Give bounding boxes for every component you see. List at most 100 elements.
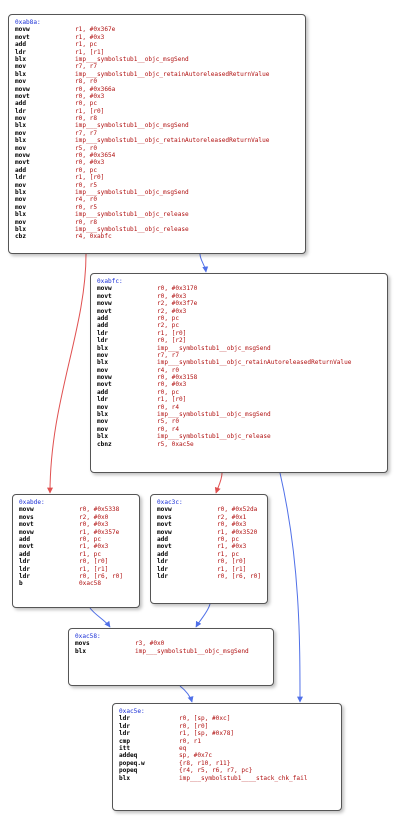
- mnemonic: movw: [15, 26, 30, 34]
- operands: r0, #0x3170: [157, 285, 198, 293]
- mnemonic: cmp: [119, 737, 131, 745]
- operands: r0, #0x3: [75, 92, 105, 100]
- operands: imp___symbolstub1__objc_msgSend: [135, 647, 249, 655]
- operands: r0, r5: [75, 203, 98, 211]
- operands: r1, pc: [79, 550, 102, 558]
- edge-ac58-to-ac5e: [179, 685, 194, 703]
- operands: r1, #0x357e: [79, 528, 120, 536]
- operands: r0, r5: [75, 181, 98, 189]
- operands: r0, r8: [75, 218, 98, 226]
- operands: 0xac58: [79, 580, 102, 588]
- instruction-line: blx imp___symbolstub1__objc_retainAutorel…: [15, 71, 299, 78]
- mnemonic: ldr: [97, 329, 109, 337]
- operands: r0, #0x3: [75, 159, 105, 167]
- mnemonic: add: [157, 550, 169, 558]
- mnemonic: ldr: [19, 565, 31, 573]
- operands: r0, #0x52da: [217, 506, 258, 514]
- mnemonic: movw: [19, 506, 34, 514]
- operands: r0, #0x3: [79, 521, 109, 529]
- operands: r1, pc: [217, 550, 240, 558]
- mnemonic: movw: [97, 285, 112, 293]
- operands: imp___symbolstub1__objc_release: [75, 211, 189, 219]
- mnemonic: cbz: [15, 233, 27, 241]
- mnemonic: mov: [15, 203, 27, 211]
- operands: imp___symbolstub1__objc_retainAutoreleas…: [75, 70, 270, 78]
- mnemonic: mov: [15, 78, 27, 86]
- mnemonic: ldr: [15, 174, 27, 182]
- operands: r2, #0x1: [217, 513, 247, 521]
- operands: r0, #0x366a: [75, 85, 116, 93]
- mnemonic: cbnz: [97, 440, 112, 448]
- mnemonic: add: [157, 535, 169, 543]
- operands: r7, r7: [75, 63, 98, 71]
- operands: imp___symbolstub1__objc_msgSend: [75, 122, 189, 130]
- operands: r1, [r0]: [75, 107, 105, 115]
- mnemonic: mov: [97, 425, 109, 433]
- operands: r2, pc: [157, 322, 180, 330]
- mnemonic: blx: [15, 189, 27, 196]
- edge-abde-to-ac58: [89, 607, 111, 628]
- mnemonic: add: [97, 322, 109, 330]
- operands: r5, r0: [157, 418, 180, 426]
- operands: r4, r0: [157, 366, 180, 374]
- operands: r0, [r6, r0]: [79, 572, 124, 580]
- operands: r1, #0x3520: [217, 528, 258, 536]
- mnemonic: blx: [97, 411, 109, 419]
- mnemonic: movw: [97, 374, 112, 382]
- operands: r2, #0x3f7e: [157, 300, 198, 308]
- instruction-line: movw r0, #0x366a: [15, 86, 299, 93]
- mnemonic: movt: [157, 543, 172, 551]
- operands: r0, #0x3: [217, 521, 247, 529]
- operands: {r4, r5, r6, r7, pc}: [179, 767, 253, 775]
- operands: r1, [r1]: [79, 565, 109, 573]
- operands: imp___symbolstub1__objc_release: [157, 433, 271, 441]
- operands: r0, r1: [179, 737, 202, 745]
- mnemonic: mov: [97, 403, 109, 411]
- mnemonic: blx: [15, 70, 27, 78]
- mnemonic: ldr: [19, 558, 31, 566]
- operands: r0, pc: [157, 314, 180, 322]
- operands: r1, [r1]: [217, 565, 247, 573]
- operands: r0, #0x3654: [75, 152, 116, 160]
- mnemonic: blx: [97, 359, 109, 367]
- mnemonic: ldr: [157, 572, 169, 580]
- mnemonic: movt: [15, 33, 30, 41]
- mnemonic: add: [97, 388, 109, 396]
- mnemonic: movw: [15, 85, 30, 93]
- mnemonic: movw: [97, 300, 112, 308]
